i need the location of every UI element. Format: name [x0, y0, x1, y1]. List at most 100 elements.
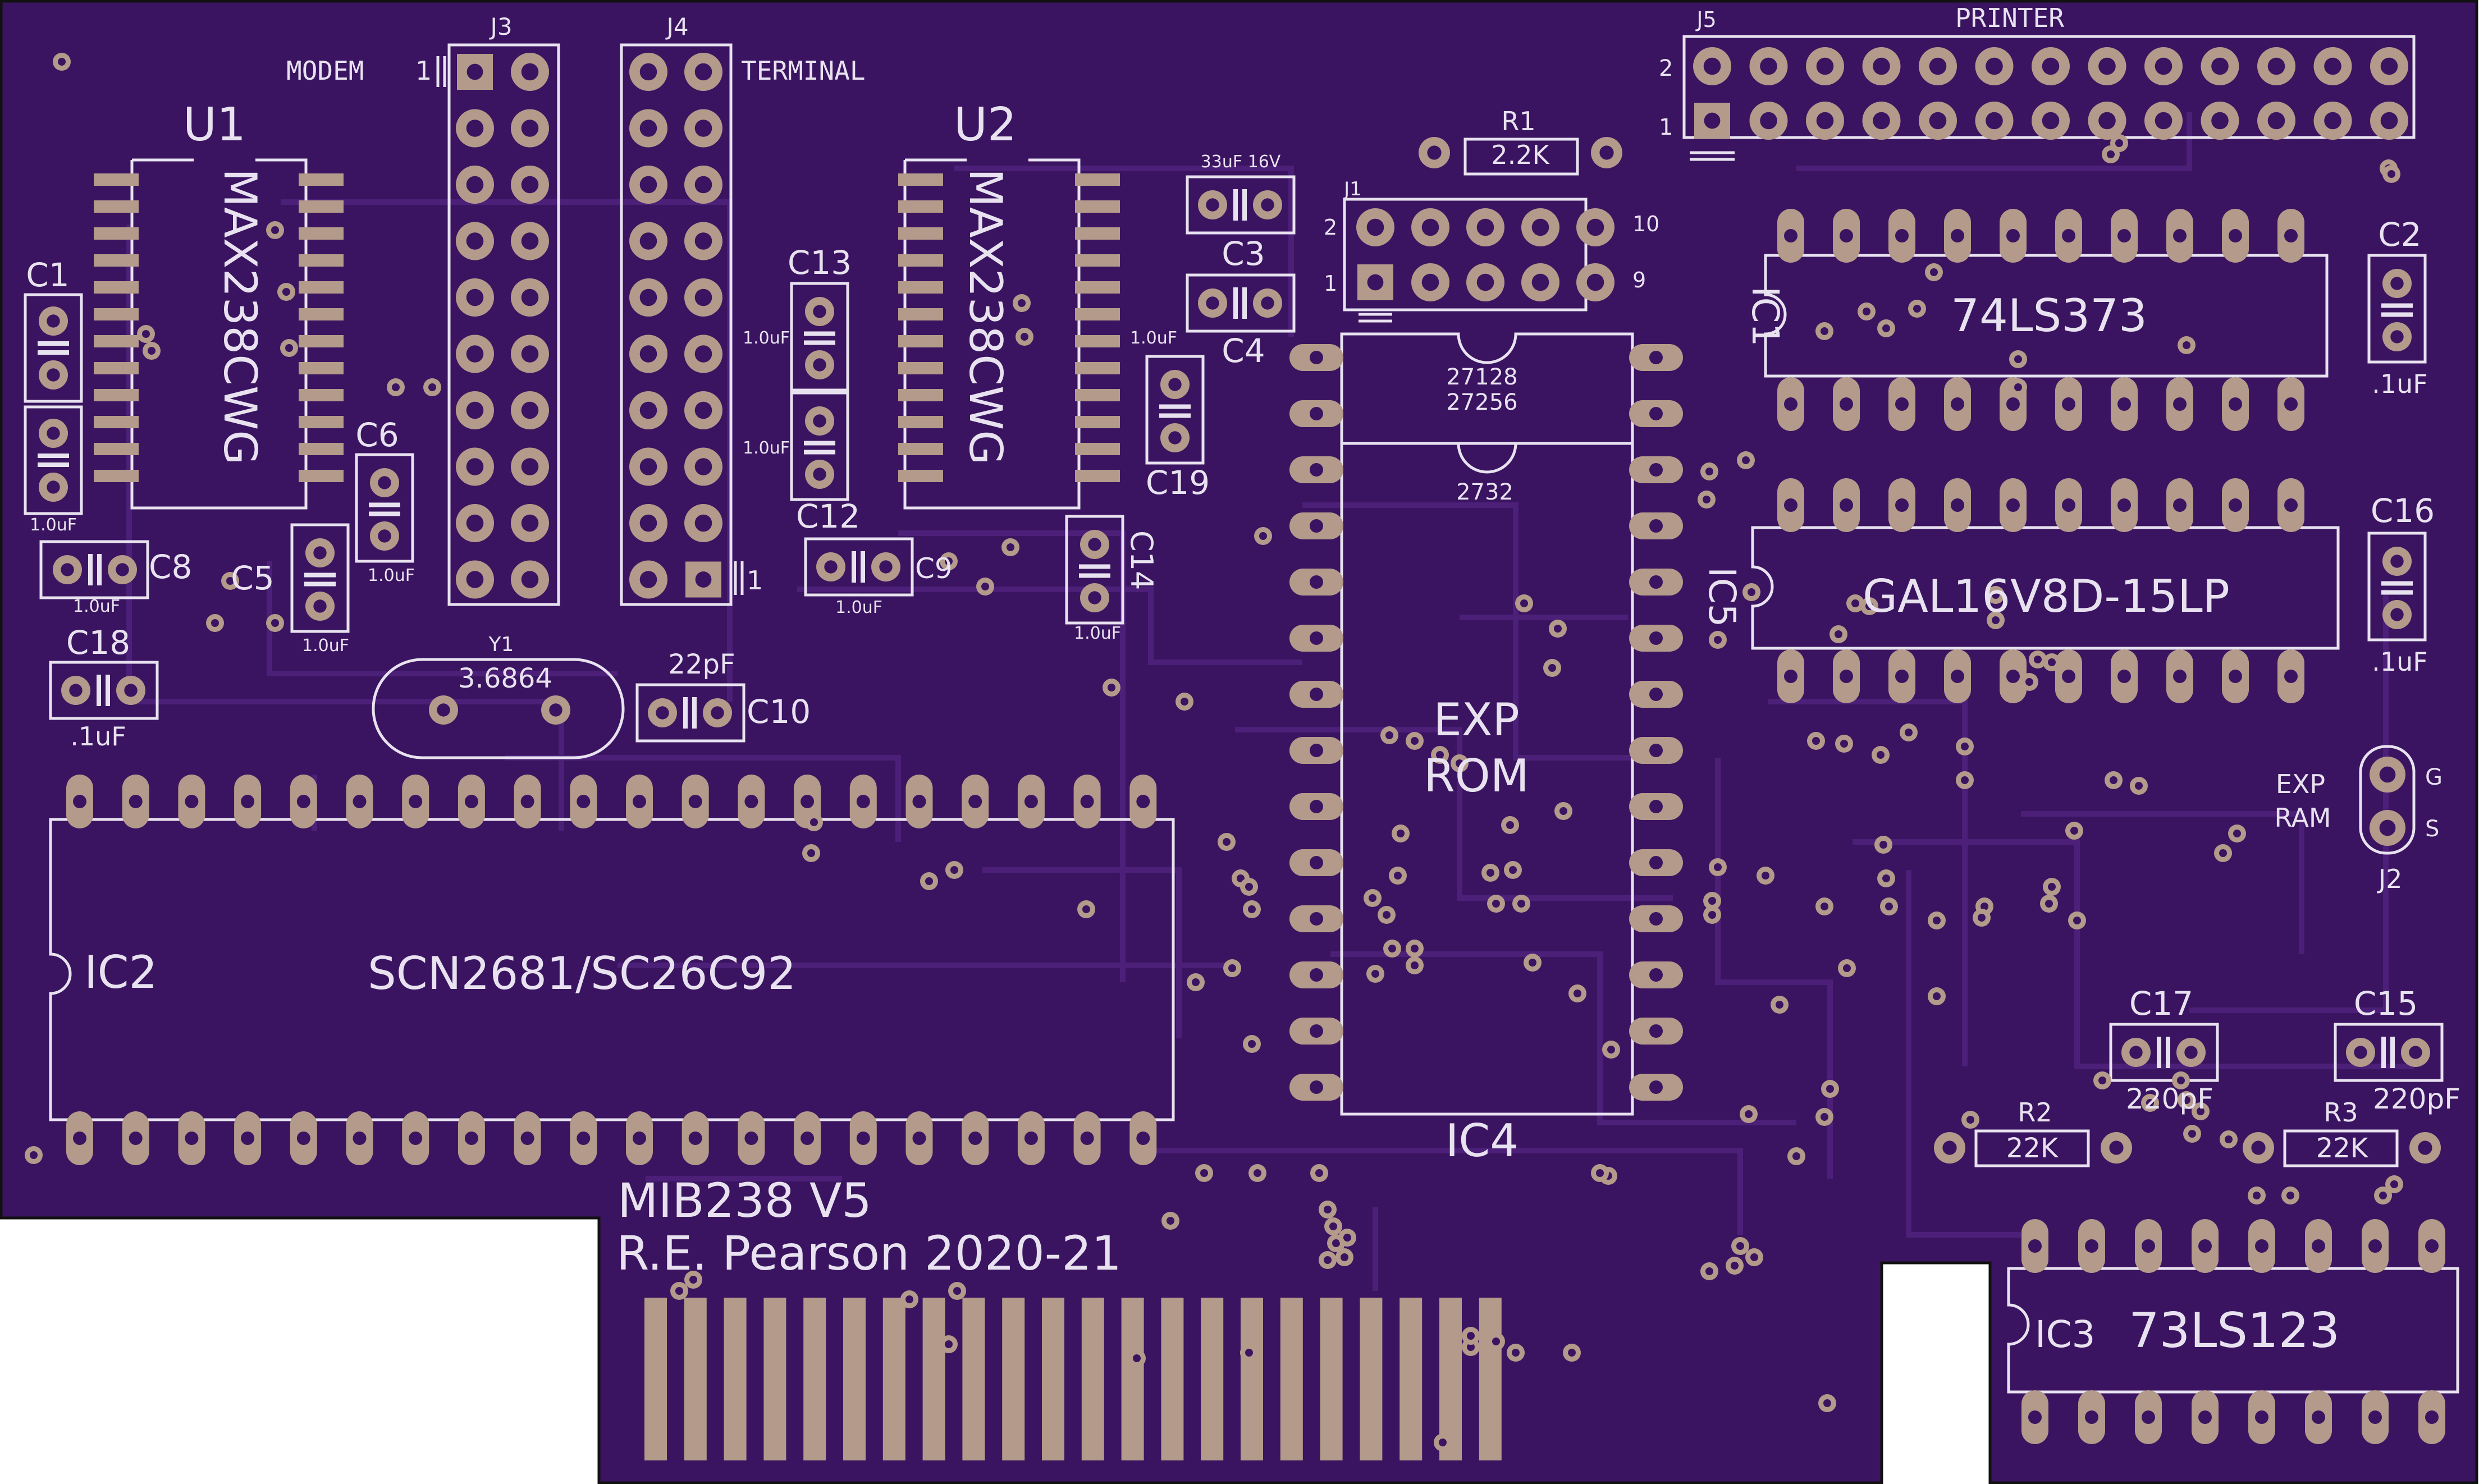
ic2-pin-hole: [1024, 1132, 1038, 1145]
j3-pin-hole: [466, 288, 484, 306]
via-hole: [1835, 630, 1842, 638]
u1-pad: [299, 470, 344, 482]
via-hole: [1237, 874, 1245, 882]
via-hole: [1821, 1113, 1828, 1121]
c12-ref: C12: [796, 497, 860, 535]
via-hole: [1705, 468, 1713, 475]
cap-mark: [692, 697, 697, 729]
via-hole: [1467, 1343, 1475, 1351]
ic1-pin-hole: [2173, 229, 2187, 242]
resistor-pad-hole: [1427, 145, 1442, 160]
j3-pin-hole: [466, 63, 483, 80]
ic1-pin-hole: [2006, 397, 2020, 411]
via-hole: [1708, 911, 1716, 919]
j3-pin-hole: [466, 120, 484, 137]
via-hole: [1371, 970, 1379, 978]
via-hole: [675, 1287, 683, 1295]
ic1-pin-hole: [1840, 397, 1853, 411]
via-hole: [1467, 1332, 1475, 1340]
cap-pad-hole: [2390, 330, 2404, 343]
via-hole: [1259, 532, 1267, 540]
j1-pin-hole: [1366, 218, 1384, 236]
via-hole: [1776, 1001, 1783, 1009]
via-hole: [2135, 782, 2143, 790]
c9-val: 1.0uF: [835, 598, 882, 617]
via-hole: [1411, 945, 1419, 952]
edge-finger: [763, 1298, 786, 1460]
ic2-pin-hole: [801, 1132, 815, 1145]
ic4-pin-hole: [1310, 856, 1323, 869]
c12-val: 1.0uF: [743, 438, 790, 458]
j5-ref: J5: [1695, 7, 1716, 32]
ic5-pin-hole: [2284, 670, 2298, 683]
ic4-pin-hole: [1310, 351, 1323, 364]
ic4-pin-hole: [1310, 688, 1323, 701]
c8-val: 1.0uF: [73, 597, 120, 616]
edge-finger: [1439, 1298, 1462, 1460]
ic4-pin-hole: [1310, 1080, 1323, 1094]
via-hole: [1714, 863, 1722, 871]
via-hole: [1933, 917, 1941, 924]
via-hole: [2219, 849, 2227, 857]
ic4-pin-hole: [1649, 351, 1663, 364]
ic2-pin-hole: [185, 795, 199, 808]
via-hole: [2233, 830, 2241, 837]
ic2-pin-hole: [912, 1132, 926, 1145]
via-hole: [30, 1151, 38, 1159]
j5-pin-hole: [1704, 112, 1721, 129]
j5-label: PRINTER: [1955, 3, 2064, 33]
cap-mark: [1233, 287, 1238, 319]
u1-pad: [299, 443, 344, 455]
ic4-pin-hole: [1649, 968, 1663, 982]
j5-pin-hole: [2324, 57, 2341, 75]
j4-pin-hole: [694, 401, 712, 419]
edge-finger: [1161, 1298, 1184, 1460]
j4-pin-hole: [694, 345, 712, 363]
ic4-pin-hole: [1649, 575, 1663, 589]
j5-pin-hole: [2211, 112, 2229, 130]
ic3-pin-hole: [2085, 1239, 2098, 1253]
via-hole: [1529, 959, 1536, 967]
cap-mark: [804, 441, 835, 446]
via-hole: [142, 330, 150, 338]
via-hole: [1439, 1439, 1447, 1446]
cap-mark: [1242, 287, 1247, 319]
ic2-pin-hole: [1080, 1132, 1094, 1145]
c16-val: .1uF: [2372, 647, 2428, 677]
via-hole: [1821, 903, 1828, 910]
cap-mark: [38, 350, 69, 355]
via-hole: [1167, 1217, 1174, 1225]
via-hole: [1742, 456, 1750, 464]
u1-ref: U1: [183, 98, 246, 152]
cap-pad-hole: [813, 305, 826, 318]
c5-val: 1.0uF: [302, 636, 349, 656]
j5-pin-hole: [1929, 112, 1947, 130]
via-hole: [1885, 903, 1893, 910]
j5-pin2: 2: [1659, 56, 1673, 81]
j4-pin-hole: [694, 176, 712, 194]
c9-ref: C9: [915, 552, 953, 585]
j5-pin-hole: [2155, 57, 2172, 75]
via-hole: [1324, 1256, 1332, 1264]
via-hole: [1574, 990, 1581, 997]
ic2-pin-hole: [73, 795, 86, 808]
u1-pad: [94, 200, 139, 213]
via-hole: [1383, 911, 1391, 919]
u2-pad: [1075, 200, 1120, 213]
via-hole: [2146, 1099, 2154, 1107]
cap-mark: [804, 331, 835, 336]
via-hole: [1548, 664, 1556, 672]
via-hole: [905, 1295, 913, 1303]
j5-pin-hole: [2380, 112, 2398, 130]
j4-pin-hole: [639, 176, 657, 194]
via-hole: [1509, 866, 1517, 874]
vias-layer: [25, 53, 2403, 1451]
silkscreen-labels: U1 MAX238CWG U2 MAX238CWG IC2 SCN2681/SC…: [26, 3, 2460, 1359]
ic4-pin-hole: [1310, 1024, 1323, 1038]
u2-pad: [1075, 173, 1120, 186]
j1-pin10: 10: [1632, 212, 1659, 236]
via-hole: [1981, 903, 1988, 910]
u1-pad: [94, 389, 139, 401]
j4-pin-hole: [694, 232, 712, 250]
cap-mark: [304, 572, 336, 578]
